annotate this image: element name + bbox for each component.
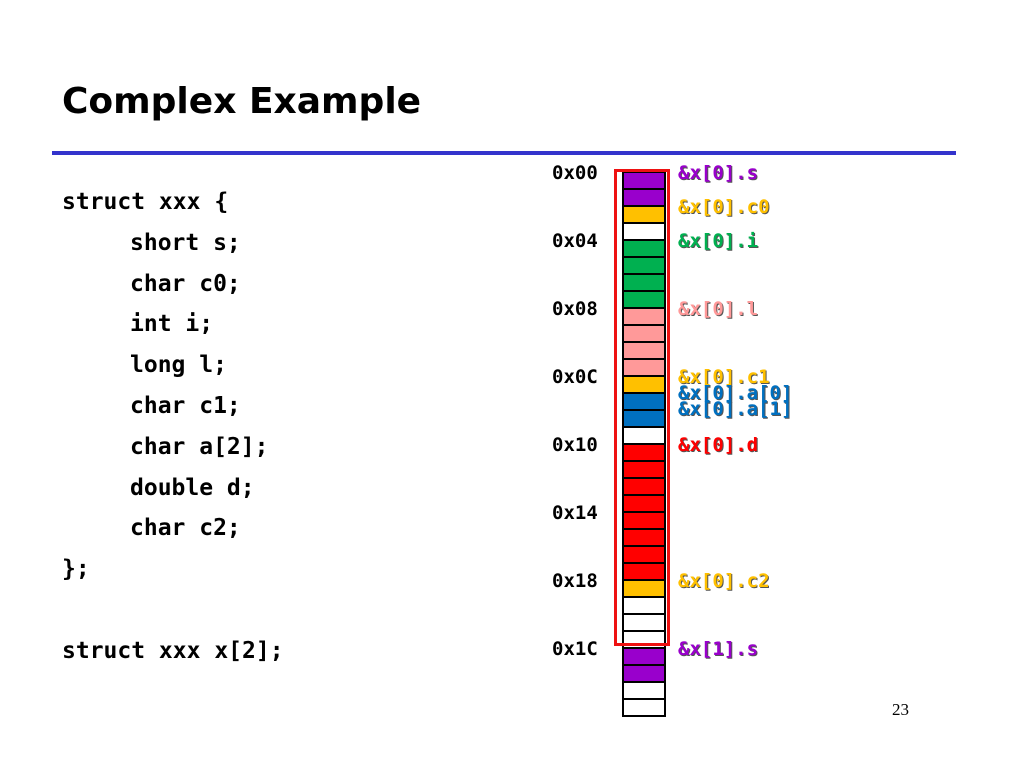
struct-x0-boundary (614, 169, 670, 646)
memory-byte-cell (622, 698, 666, 717)
code-line: int i; (130, 311, 214, 338)
field-address-label: &x[0].d (678, 434, 759, 456)
field-address-label: &x[0].c0 (678, 196, 770, 218)
code-line: double d; (130, 474, 255, 501)
struct-code-listing: struct xxx { short s; char c0; int i; long l… (62, 185, 284, 675)
field-address-label: &x[0].s (678, 162, 759, 184)
slide-title: Complex Example (62, 81, 422, 122)
memory-byte-cell (622, 647, 666, 666)
address-label: 0x14 (552, 502, 598, 524)
code-line: char c1; (130, 392, 241, 419)
code-line: char a[2]; (130, 433, 269, 460)
page-number: 23 (892, 700, 909, 719)
address-label: 0x04 (552, 230, 598, 252)
address-label: 0x0C (552, 366, 598, 388)
title-divider (52, 151, 956, 155)
code-line: char c2; (130, 515, 241, 542)
code-line: long l; (130, 352, 227, 379)
field-address-label: &x[0].c1 (678, 366, 770, 388)
field-address-label: &x[0].i (678, 230, 759, 252)
field-address-label: &x[0].a[1] (678, 398, 793, 420)
field-address-label: &x[0].l (678, 298, 759, 320)
address-label: 0x18 (552, 570, 598, 592)
address-label: 0x08 (552, 298, 598, 320)
address-label: 0x10 (552, 434, 598, 456)
field-address-label: &x[1].s (678, 638, 759, 660)
field-address-label: &x[0].a[0] (678, 382, 793, 404)
code-line: }; (62, 556, 90, 583)
code-line: struct xxx x[2]; (62, 637, 284, 664)
address-label: 0x1C (552, 638, 598, 660)
memory-byte-cell (622, 664, 666, 683)
address-label: 0x00 (552, 162, 598, 184)
field-address-label: &x[0].c2 (678, 570, 770, 592)
code-line: struct xxx { (62, 189, 229, 215)
code-line: char c0; (130, 270, 241, 297)
code-line: short s; (130, 229, 241, 256)
memory-byte-cell (622, 681, 666, 700)
